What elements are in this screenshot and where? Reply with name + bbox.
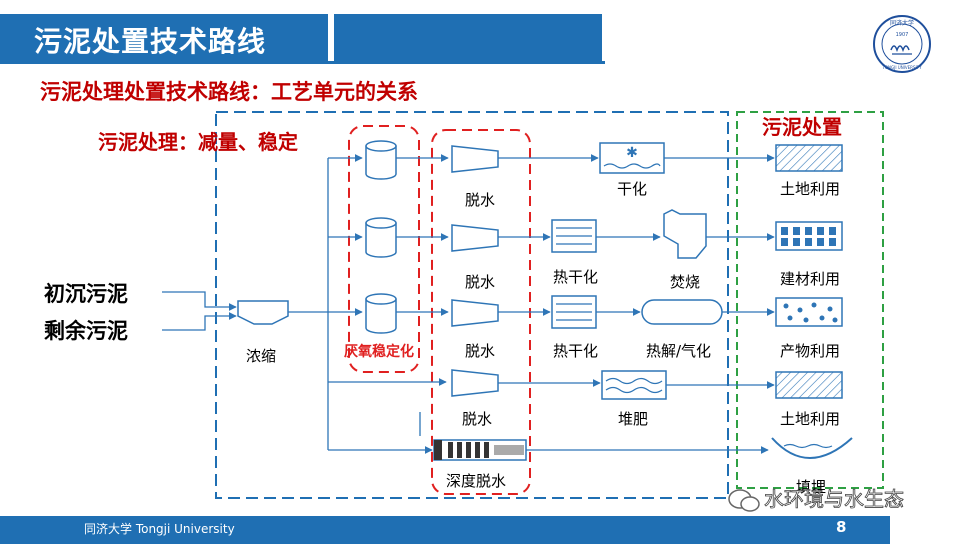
landfill-icon [771,437,853,459]
dewater-icon [451,369,499,397]
incinerator-icon [663,209,707,259]
disposal-label-landfill: 填埋 [796,478,826,496]
logo-english: TONGJI UNIVERSITY [881,65,922,70]
treatment-label: 污泥处理：减量、稳定 [98,130,298,154]
building-material-icon [775,221,843,251]
wechat-icon [728,489,760,512]
digester-icon [365,293,397,334]
title-bar-extension [334,14,602,64]
thickener-icon [237,300,289,325]
logo-chinese: 同济大学 [890,19,914,27]
watermark-text: 水环境与水生态 [764,487,904,511]
anaerobic-frame [348,125,420,373]
input-excess-sludge: 剩余污泥 [44,319,128,343]
digester-icon [365,140,397,180]
deep-dewater-label: 深度脱水 [446,472,506,490]
land-use-icon [775,144,843,172]
disposal-frame [736,111,884,489]
product-use-icon [775,297,843,327]
disposal-label-building: 建材利用 [780,270,840,288]
compost-icon [601,370,667,400]
heat-dry-label-1: 热干化 [553,268,598,286]
heat-dry-label-2: 热干化 [553,342,598,360]
footer-university: 同济大学 Tongji University [84,522,235,536]
disposal-label-land-1: 土地利用 [780,180,840,198]
disposal-label-land-2: 土地利用 [780,410,840,428]
heat-dryer-icon [551,219,597,253]
land-use-icon [775,371,843,399]
digester-icon [365,217,397,258]
treatment-frame [215,111,729,499]
dewater-label-2: 脱水 [465,273,495,291]
pyrolysis-label: 热解/气化 [646,342,711,360]
dryer-icon: ✱ [599,142,665,174]
title-underline [0,61,605,64]
incineration-label: 焚烧 [670,273,700,291]
footer-bar [0,516,890,544]
pyrolysis-reactor-icon [641,299,723,325]
page-title: 污泥处置技术路线 [34,25,267,58]
title-bar [0,14,328,64]
anaerobic-label: 厌氧稳定化 [344,343,414,360]
filter-press-icon [433,439,527,461]
disposal-label-product: 产物利用 [780,342,840,360]
dewater-icon [451,224,499,252]
disposal-label: 污泥处置 [762,115,842,139]
dewater-icon [451,145,499,173]
drying-label: 干化 [617,180,647,198]
university-logo: 同济大学 1907 TONGJI UNIVERSITY [873,15,931,73]
input-primary-sludge: 初沉污泥 [44,282,128,306]
dewater-icon [451,299,499,327]
dewater-label-4: 脱水 [462,410,492,428]
dewater-label-3: 脱水 [465,342,495,360]
logo-year: 1907 [896,32,909,38]
page-subtitle: 污泥处理处置技术路线：工艺单元的关系 [40,80,418,104]
page-number: 8 [836,518,847,536]
wechat-watermark: 水环境与水生态 [728,487,904,512]
heat-dryer-icon [551,295,597,329]
dewater-label-1: 脱水 [465,191,495,209]
thicken-label: 浓缩 [246,347,276,365]
svg-text:✱: ✱ [626,145,638,161]
compost-label: 堆肥 [618,410,648,428]
